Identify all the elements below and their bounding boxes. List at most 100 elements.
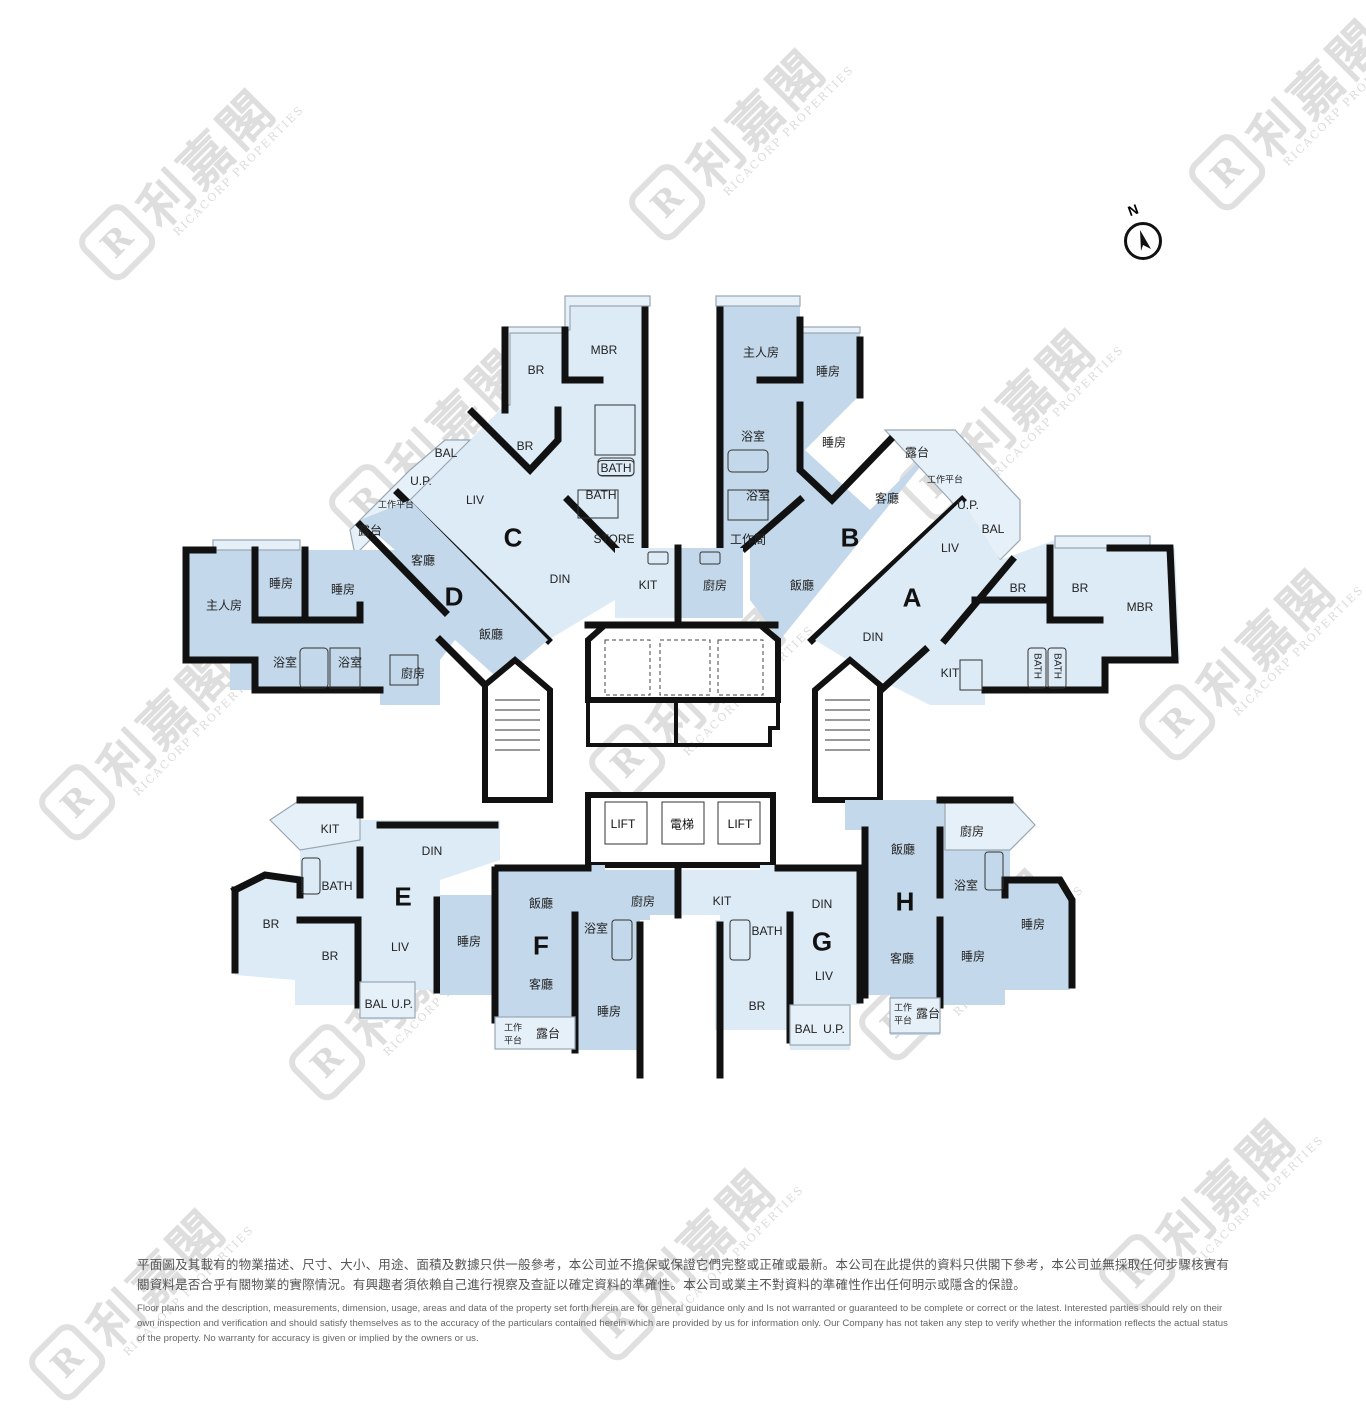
room-label: 廚房: [959, 824, 985, 839]
room-label: LIV: [465, 493, 485, 507]
room-label: BAL: [794, 1022, 818, 1036]
room-label: U.P.: [823, 1022, 845, 1036]
room-label: 廚房: [702, 578, 728, 593]
lift-label: LIFT: [727, 817, 753, 831]
unit-letter-f: F: [533, 930, 549, 961]
unit-letter-c: C: [503, 522, 523, 553]
stairs-east: [812, 656, 883, 803]
room-label: BATH: [585, 488, 617, 502]
room-label: 睡房: [596, 1004, 622, 1019]
north-arrow-icon: [1124, 222, 1162, 260]
unit-h: [845, 796, 1076, 1035]
room-label: 浴室: [337, 655, 363, 670]
room-label: BAL: [434, 446, 458, 460]
room-label: KIT: [712, 894, 732, 908]
room-label: 主人房: [205, 598, 243, 613]
room-label: 露台: [535, 1026, 561, 1041]
room-label: 睡房: [815, 364, 841, 379]
room-label: 睡房: [1020, 917, 1046, 932]
room-label: BR: [262, 917, 280, 931]
unit-letter-e: E: [394, 881, 412, 912]
room-label: DIN: [549, 572, 571, 586]
unit-letter-g: G: [811, 926, 833, 957]
room-label: LIV: [390, 940, 410, 954]
room-label: BR: [748, 999, 766, 1013]
room-label: 客廳: [528, 977, 554, 992]
room-label: 浴室: [740, 429, 766, 444]
room-label: 浴室: [272, 655, 298, 670]
room-label: 廚房: [400, 666, 426, 681]
room-label: 客廳: [410, 553, 436, 568]
room-label: BATH: [597, 460, 635, 476]
room-label: 工作間: [729, 532, 767, 547]
disclaimer-zh: 平面圖及其載有的物業描述、尺寸、大小、用途、面積及數據只供一般參考，本公司並不擔…: [137, 1258, 1230, 1292]
unit-d: [182, 500, 548, 705]
core-upper: [585, 622, 781, 747]
room-label: 客廳: [874, 491, 900, 506]
compass: N: [1122, 200, 1168, 264]
room-label: 睡房: [268, 576, 294, 591]
unit-letter-b: B: [840, 522, 860, 553]
room-label: DIN: [811, 897, 833, 911]
room-label: DIN: [421, 844, 443, 858]
room-label: MBR: [1126, 600, 1154, 614]
room-label: 睡房: [330, 582, 356, 597]
central-kitchens: [584, 544, 779, 919]
room-label: BR: [527, 363, 545, 377]
room-label: BAL: [364, 997, 388, 1011]
room-label: 露台: [357, 523, 383, 538]
room-label: U.P.: [957, 498, 979, 512]
room-label: BR: [1071, 581, 1089, 595]
room-label: 工作: [893, 1002, 913, 1013]
room-label: KIT: [638, 578, 658, 592]
unit-b: [715, 295, 1021, 645]
room-label: 平台: [893, 1015, 913, 1026]
room-label: 浴室: [745, 488, 771, 503]
room-label: 工作: [503, 1022, 523, 1033]
room-label: 浴室: [583, 921, 609, 936]
room-label: LIV: [940, 541, 960, 555]
room-label: KIT: [320, 822, 340, 836]
unit-e: [230, 796, 500, 1020]
room-label: U.P.: [410, 474, 432, 488]
lift-label: LIFT: [610, 817, 636, 831]
room-label: BATH: [1031, 653, 1043, 679]
room-label: 飯廳: [789, 578, 815, 593]
room-label: 廚房: [630, 894, 656, 909]
unit-a: [815, 500, 1180, 705]
room-label: 睡房: [960, 949, 986, 964]
lift-label: 電梯: [669, 817, 695, 832]
unit-letter-a: A: [902, 582, 922, 613]
room-label: 飯廳: [528, 896, 554, 911]
unit-letter-h: H: [895, 886, 915, 917]
unit-letter-d: D: [444, 581, 464, 612]
room-label: STORE: [593, 532, 635, 546]
room-label: 浴室: [953, 878, 979, 893]
room-label: 客廳: [889, 951, 915, 966]
room-label: 露台: [904, 445, 930, 460]
room-label: 睡房: [456, 934, 482, 949]
room-label: KIT: [940, 666, 960, 680]
disclaimer-en: Floor plans and the description, measure…: [137, 1303, 1228, 1344]
core-lower: [585, 792, 776, 868]
room-label: BATH: [321, 879, 353, 893]
room-label: MBR: [590, 343, 618, 357]
room-label: 露台: [915, 1006, 941, 1021]
room-label: 睡房: [821, 435, 847, 450]
disclaimer: 平面圖及其載有的物業描述、尺寸、大小、用途、面積及數據只供一般參考，本公司並不擔…: [137, 1255, 1232, 1346]
room-label: 工作平台: [926, 474, 964, 485]
room-label: U.P.: [391, 997, 413, 1011]
room-label: BR: [516, 439, 534, 453]
room-label: BAL: [981, 522, 1005, 536]
room-label: BATH: [751, 924, 783, 938]
floor-plan: .lt { fill: #dcebf6; } .dk { fill: #c3d8…: [182, 295, 1180, 1079]
room-label: DIN: [862, 630, 884, 644]
room-label: 平台: [503, 1035, 523, 1046]
room-label: BATH: [1051, 653, 1063, 679]
room-label: 飯廳: [478, 627, 504, 642]
room-label: BR: [321, 949, 339, 963]
north-label: N: [1125, 200, 1141, 220]
room-label: 飯廳: [890, 842, 916, 857]
room-label: 主人房: [742, 345, 780, 360]
stairs-west: [482, 656, 553, 803]
